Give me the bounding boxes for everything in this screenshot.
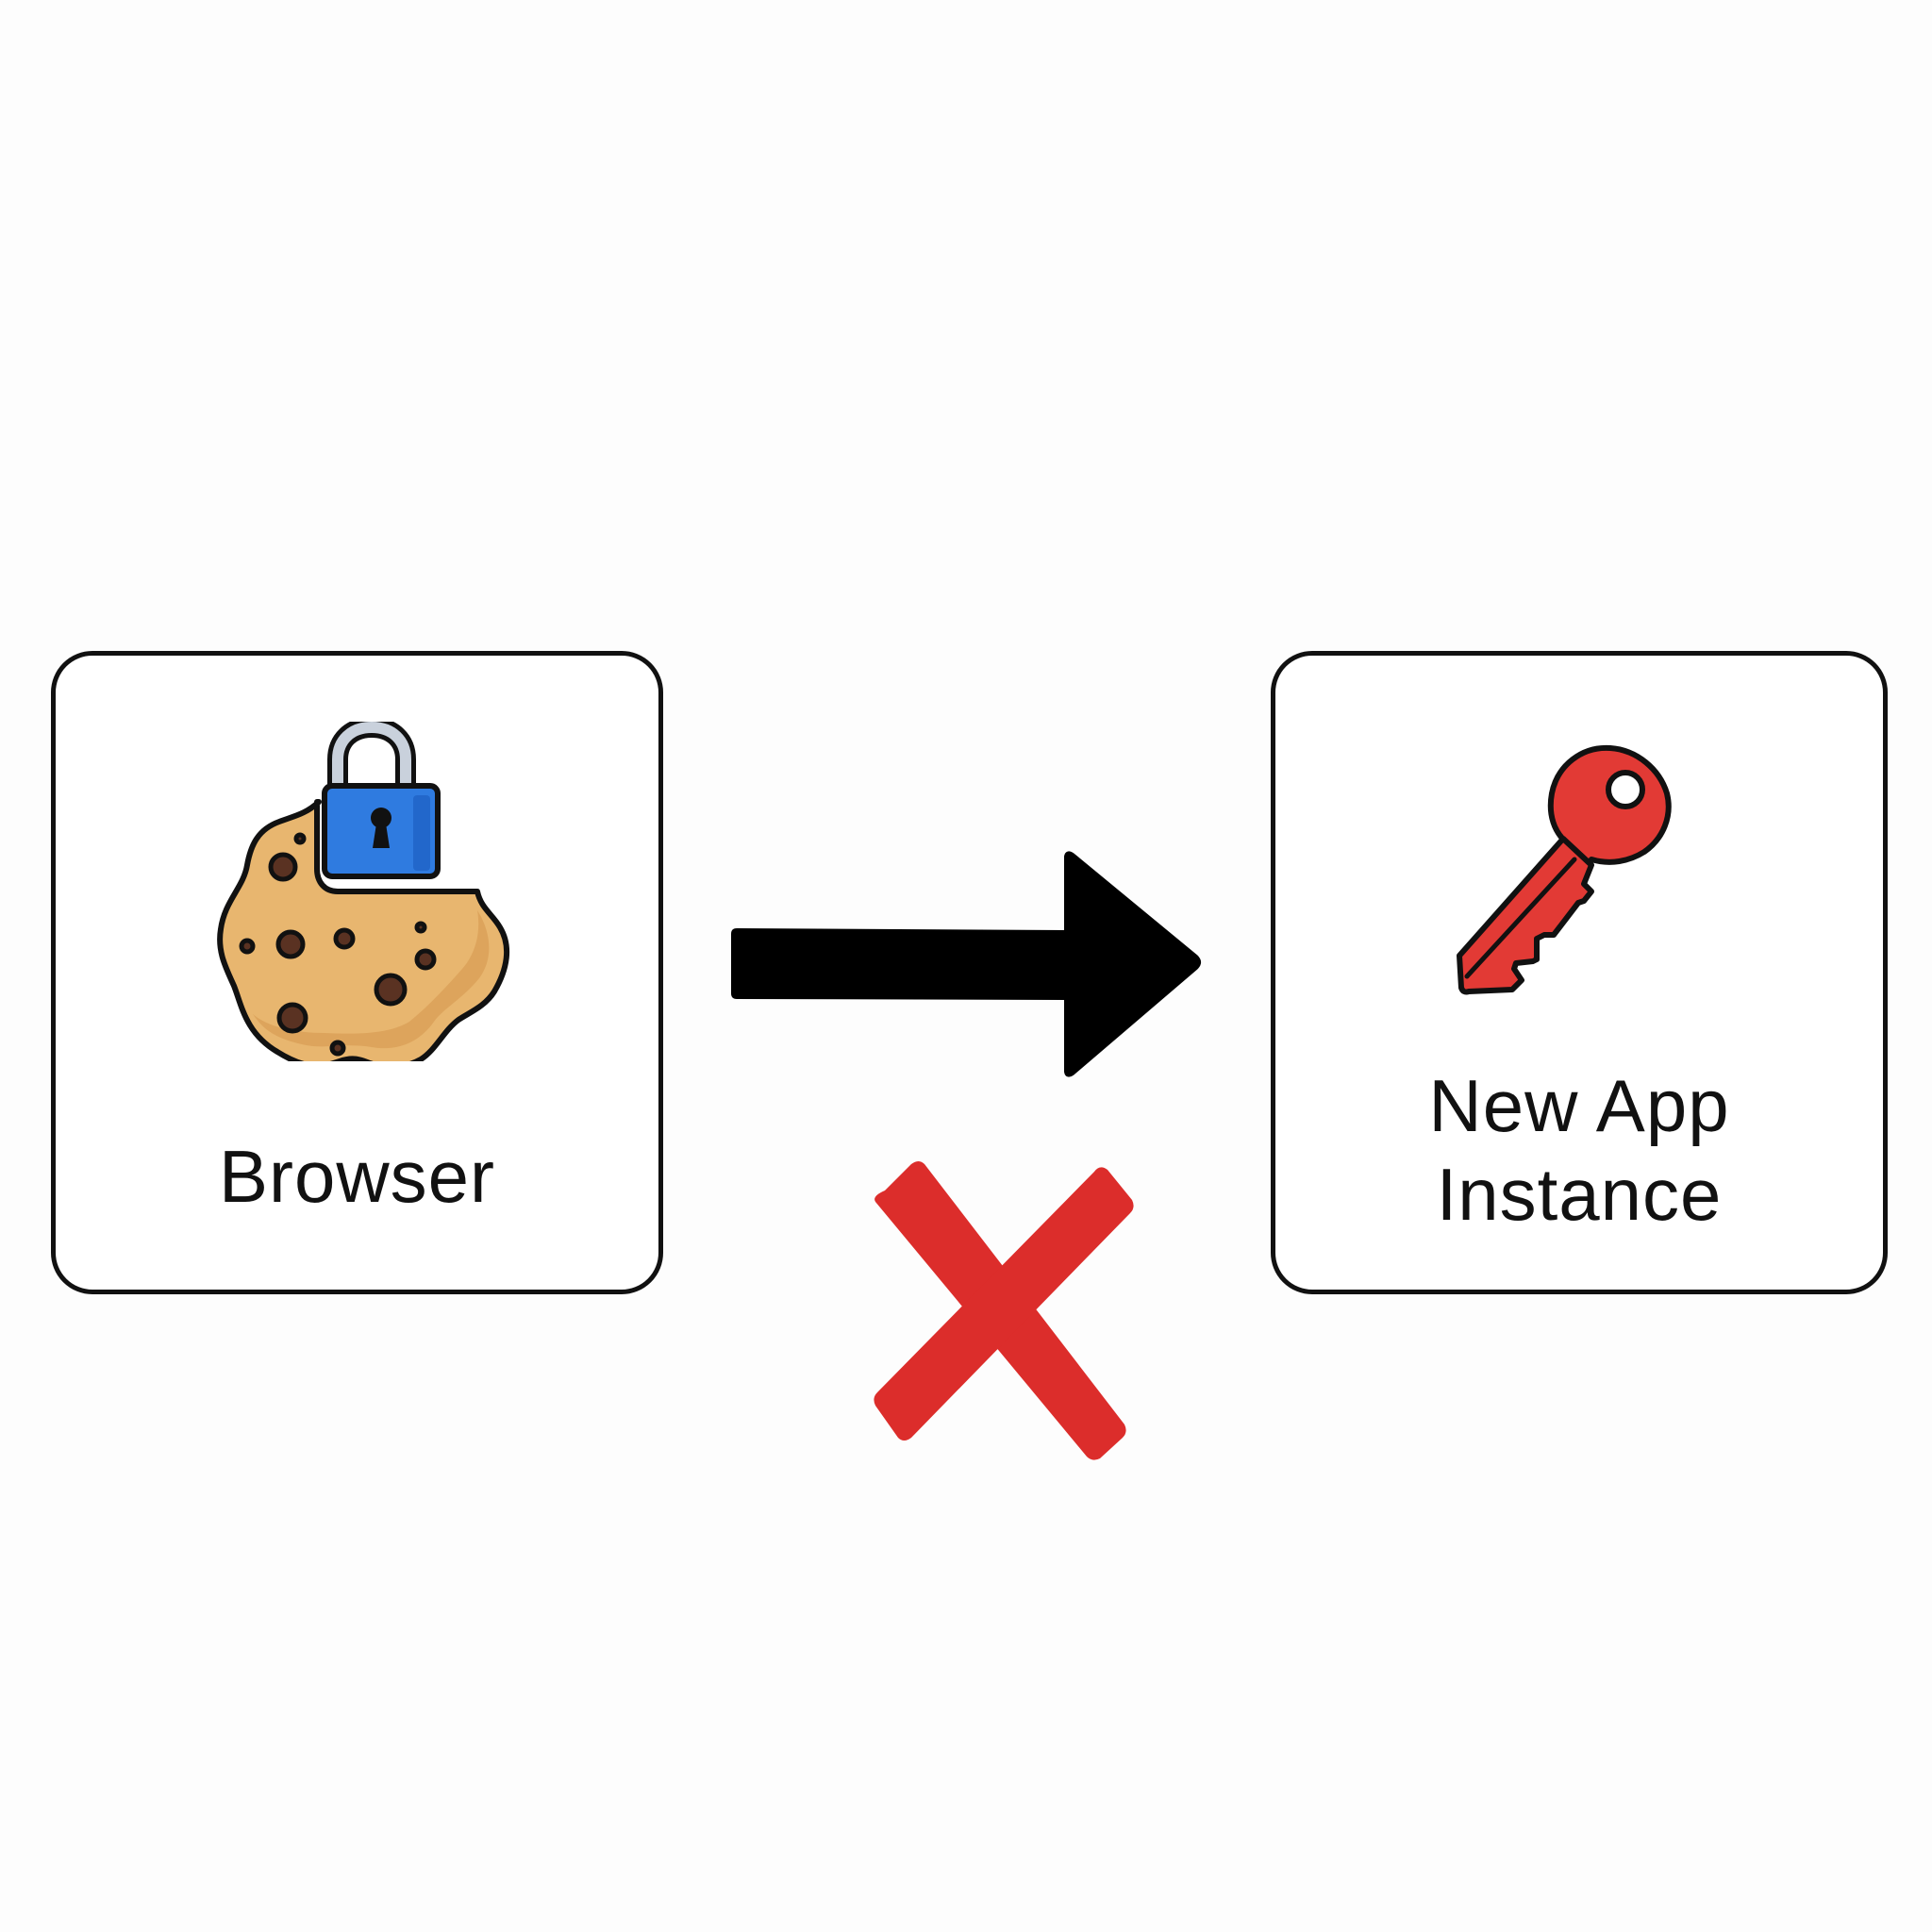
new-app-instance-label: New App Instance bbox=[1428, 1064, 1730, 1236]
key-icon bbox=[1457, 744, 1672, 995]
red-x-icon bbox=[874, 1161, 1134, 1460]
browser-label: Browser bbox=[218, 1135, 496, 1218]
cookie-lock-icon bbox=[217, 722, 510, 1061]
arrow-right-icon bbox=[731, 851, 1201, 1077]
new-app-instance-node: New App Instance bbox=[1271, 651, 1888, 1294]
browser-node: Browser bbox=[51, 651, 663, 1294]
